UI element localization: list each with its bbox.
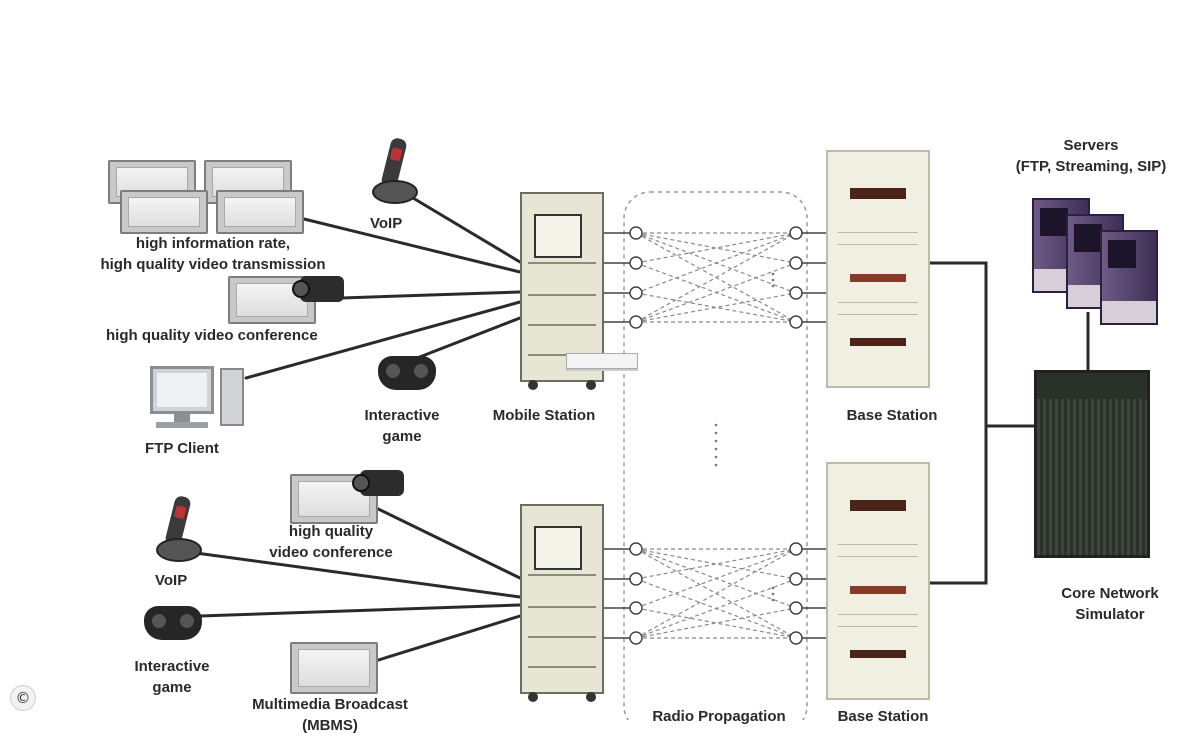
antenna-ports <box>629 226 803 645</box>
telephone-icon <box>370 136 418 204</box>
app-links-top <box>244 193 522 380</box>
network-switch-icon <box>566 353 638 369</box>
core-network-label-line2: Simulator <box>1075 606 1145 623</box>
core-network-cabinet <box>1034 370 1150 558</box>
mobile-station-rack-bottom <box>520 504 604 702</box>
app-links-bottom <box>194 503 522 664</box>
ellipsis-dots <box>714 272 775 602</box>
servers-label-line2: (FTP, Streaming, SIP) <box>1015 158 1167 175</box>
video-conference-bottom-line2: video conference <box>269 544 393 561</box>
base-station-cabinet-top <box>826 150 930 388</box>
video-transmission-label-line1: high information rate, <box>135 235 291 252</box>
base-station-label-bottom: Base Station <box>837 708 929 725</box>
voip-label-bottom: VoIP <box>155 572 188 589</box>
base-station-label-top: Base Station <box>846 407 938 424</box>
mobile-station-label-top: Mobile Station <box>492 407 596 424</box>
voip-label-top: VoIP <box>370 215 403 232</box>
ftp-client-label: FTP Client <box>145 440 219 457</box>
video-transmission-label: high information rate, high quality vide… <box>78 233 348 275</box>
multimedia-broadcast-line1: Multimedia Broadcast <box>252 696 408 713</box>
interactive-game-label-bottom: Interactive game <box>120 656 224 698</box>
core-network-label-line1: Core Network <box>1061 585 1159 602</box>
gamepad-icon <box>378 350 436 396</box>
interactive-game-bottom-line1: Interactive <box>134 658 210 675</box>
interactive-game-top-line2: game <box>382 428 422 445</box>
video-conference-label-bottom: high quality video conference <box>256 521 406 563</box>
server-icon <box>1100 230 1158 325</box>
gamepad-icon <box>144 600 202 646</box>
video-camera-icon <box>292 276 344 302</box>
interactive-game-label-top: Interactive game <box>350 405 454 447</box>
interactive-game-bottom-line2: game <box>152 679 192 696</box>
multimedia-broadcast-label: Multimedia Broadcast (MBMS) <box>232 694 428 736</box>
interactive-game-top-line1: Interactive <box>364 407 440 424</box>
monitor-icon <box>290 474 378 524</box>
video-conference-label-top: high quality video conference <box>106 327 318 344</box>
monitor-icon <box>216 190 304 234</box>
radio-propagation-box <box>623 191 808 720</box>
monitor-icon <box>290 642 378 694</box>
core-network-label: Core Network Simulator <box>1040 583 1180 625</box>
telephone-icon <box>154 494 202 562</box>
base-station-cabinet-bottom <box>826 462 930 700</box>
servers-label-line1: Servers <box>1063 137 1119 154</box>
multimedia-broadcast-line2: (MBMS) <box>302 717 358 734</box>
video-transmission-label-line2: high quality video transmission <box>100 256 326 273</box>
rf-links-top <box>635 232 797 323</box>
servers-label: Servers (FTP, Streaming, SIP) <box>1000 135 1182 177</box>
video-conference-bottom-line1: high quality <box>288 523 374 540</box>
pc-icon <box>150 366 250 432</box>
rf-links-bottom <box>635 548 797 639</box>
copyright-icon: © <box>10 685 36 711</box>
core-links <box>930 261 1090 585</box>
mobile-station-rack-top <box>520 192 604 390</box>
radio-propagation-label: Radio Propagation <box>652 708 786 725</box>
connection-lines <box>194 191 1090 720</box>
monitor-icon <box>120 190 208 234</box>
video-camera-icon <box>352 470 404 496</box>
